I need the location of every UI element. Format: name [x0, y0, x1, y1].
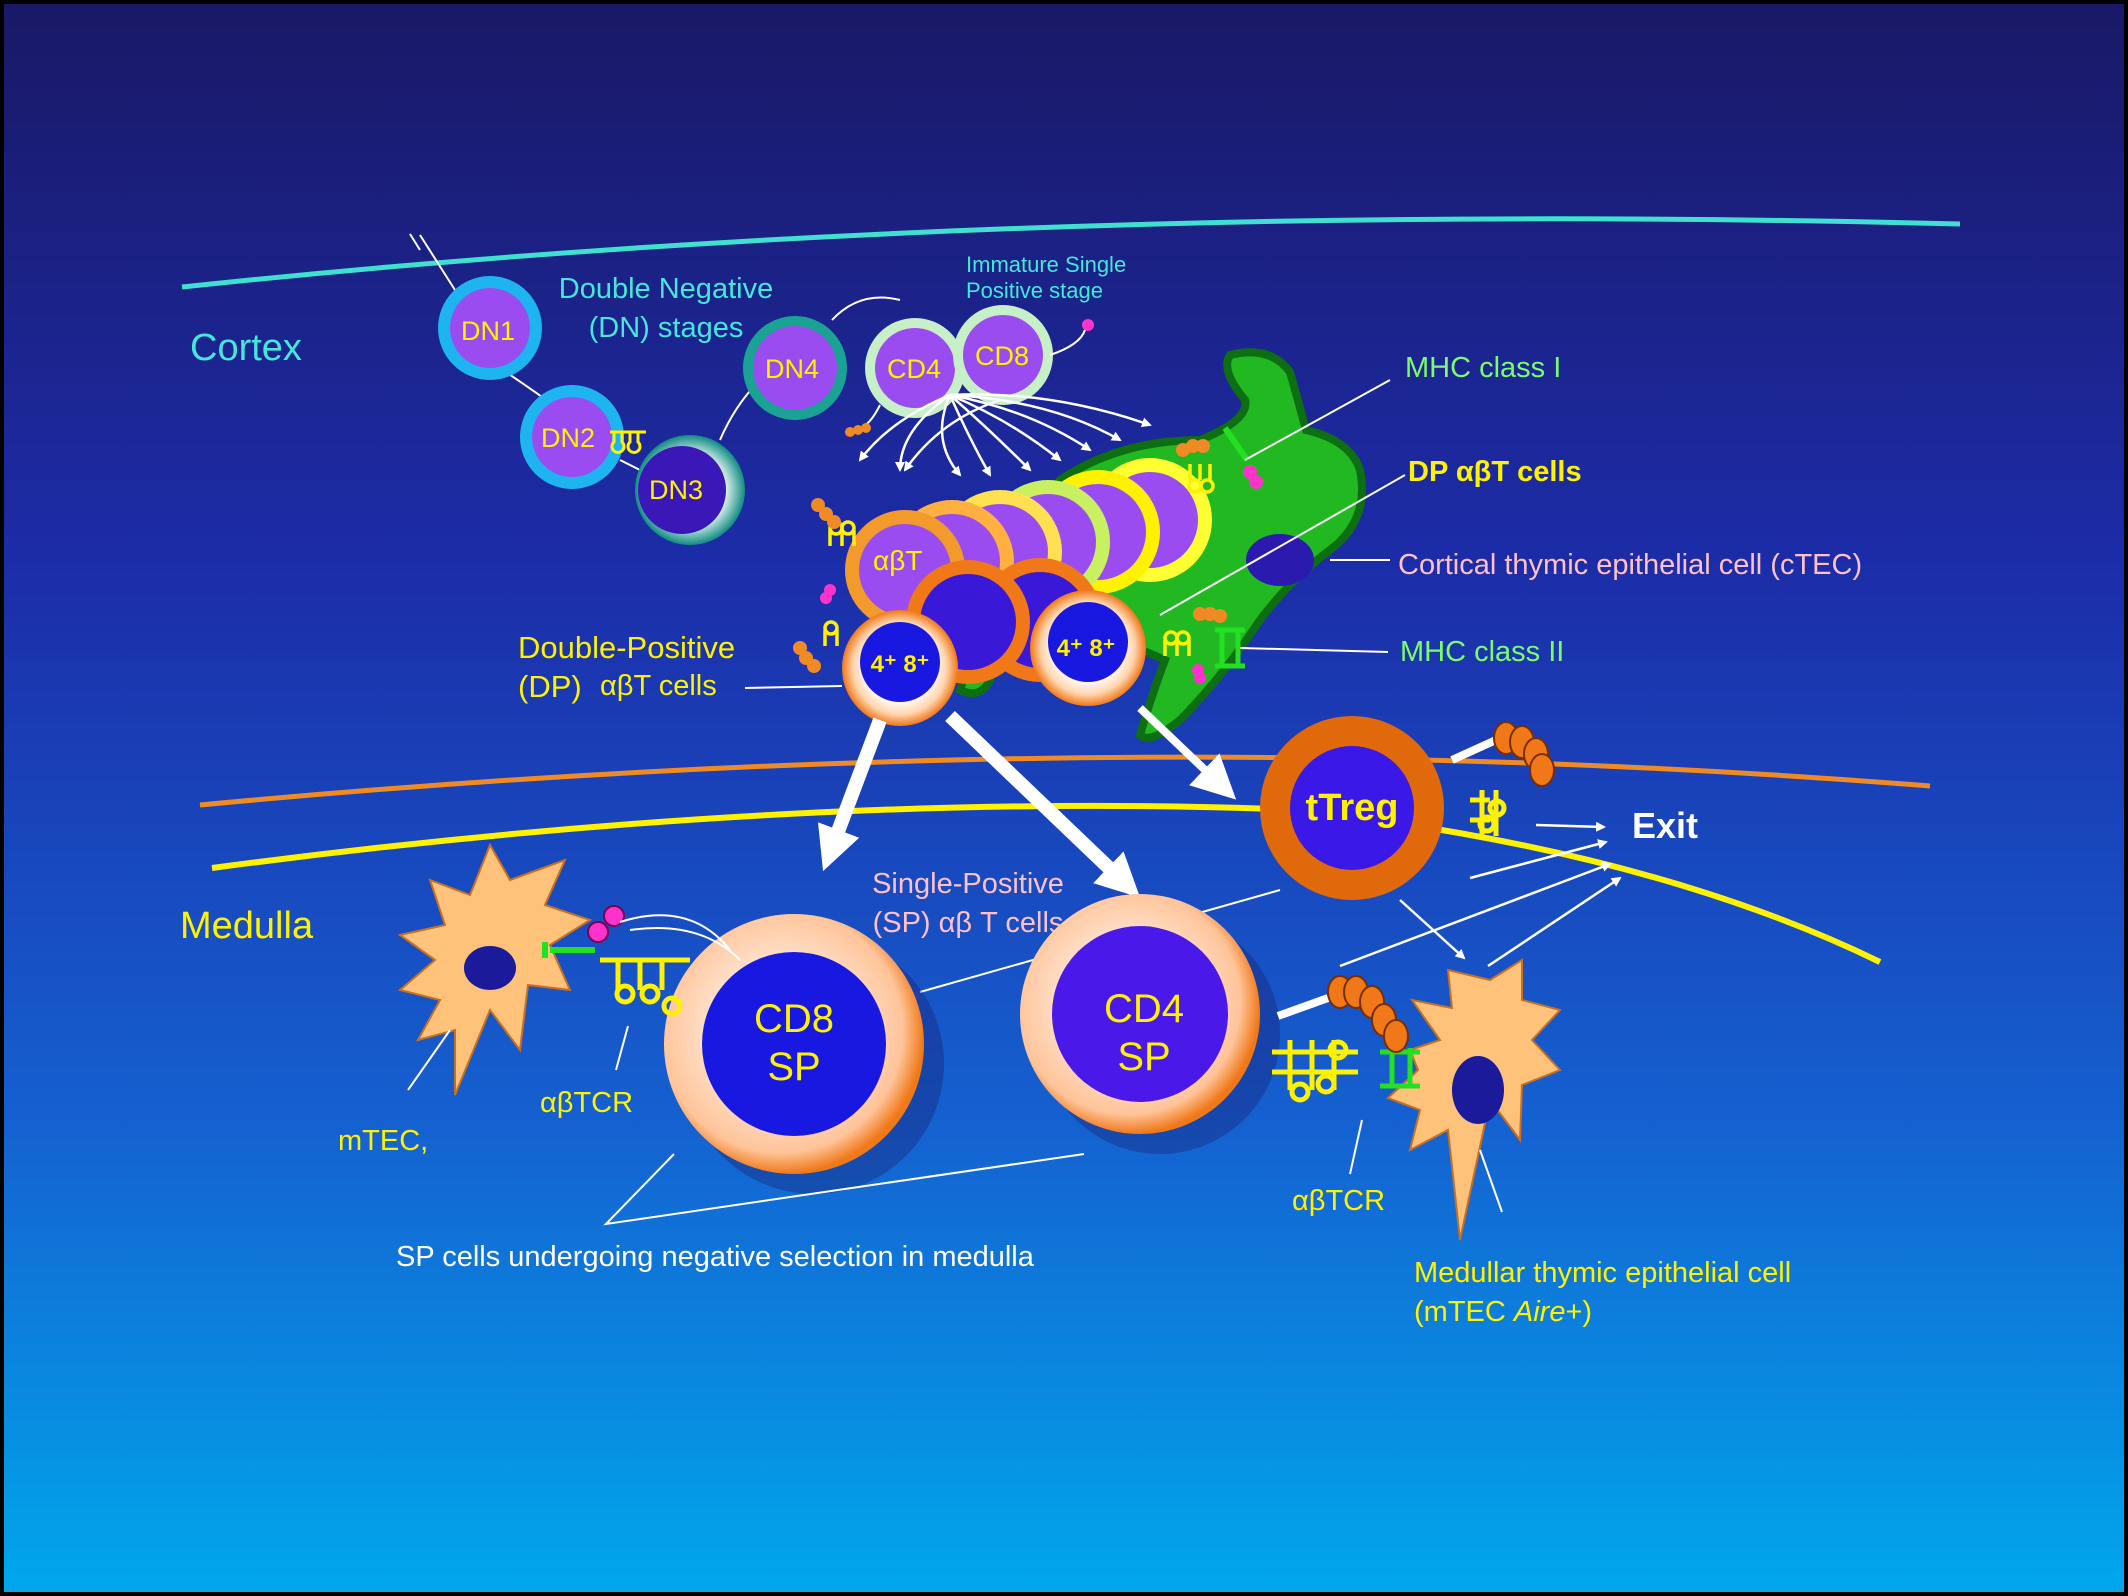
dn-path-line — [419, 234, 456, 291]
dn1-cell: DN1 — [438, 276, 542, 380]
dn-stages-title-line2: (DN) stages — [589, 312, 744, 344]
dn4-cell: DN4 — [743, 316, 847, 420]
isp-title-line2: Positive stage — [966, 278, 1103, 303]
dn4-label: DN4 — [765, 354, 819, 384]
neg-selection-label: SP cells undergoing negative selection i… — [396, 1241, 1035, 1273]
mtec-aire-part-c: +) — [1565, 1296, 1592, 1328]
ctec-nucleus — [1246, 534, 1314, 586]
exit-arrows — [1339, 821, 1622, 968]
medulla-boundary-line — [211, 802, 1882, 965]
ttreg-tcr-icon — [1470, 790, 1507, 836]
medulla-label: Medulla — [180, 905, 314, 947]
mtec-aire-leader — [1479, 1149, 1503, 1213]
dn2-label: DN2 — [541, 423, 595, 453]
abtcr-right-leader — [1349, 1119, 1363, 1175]
cd8-sp-label-line1: CD8 — [754, 997, 834, 1041]
cd4-sp-label-line1: CD4 — [1104, 987, 1184, 1031]
dn1-label: DN1 — [461, 316, 515, 346]
mhc-class-i-label: MHC class I — [1405, 352, 1561, 384]
cortex-label: Cortex — [190, 327, 302, 369]
mtec-aire-cell — [1386, 958, 1562, 1241]
ttreg-cell: tTreg — [1260, 716, 1444, 900]
cd4sp-cd4-stem — [1276, 994, 1330, 1020]
dn3-cell: DN3 — [635, 435, 745, 545]
dp-front-left-label: 4⁺ 8⁺ — [871, 651, 930, 678]
cd4-coreceptor-icon — [845, 423, 871, 437]
mtec-left-leader — [407, 1029, 451, 1091]
ttreg-cd4-coreceptor-icon — [1493, 721, 1555, 787]
cd8sp-tcr-tethers — [619, 914, 741, 961]
dn-path-line — [831, 296, 901, 321]
mtec-aire-part-b: Aire — [1512, 1296, 1566, 1328]
cd4sp-tcr-icon — [1272, 1039, 1358, 1103]
ttreg-label: tTreg — [1306, 787, 1399, 829]
abtcr-right-label: αβTCR — [1292, 1185, 1385, 1217]
pre-tcr-icon — [610, 430, 646, 454]
mhc-class-ii-icon — [1215, 627, 1245, 669]
isp-to-dp-arrows — [858, 393, 1152, 477]
dp-cell-cluster: αβT 4⁺ 8⁺ 4⁺ 8⁺ — [842, 458, 1212, 726]
ttreg-cd4-stem — [1450, 736, 1498, 764]
cd4sp-cd4-coreceptor-icon — [1327, 975, 1409, 1053]
exit-label: Exit — [1632, 805, 1698, 846]
cd8-sp-label-line2: SP — [767, 1045, 820, 1089]
cortex-boundary-line — [181, 216, 1961, 290]
mtec-left-cell — [397, 842, 593, 1096]
dn2-cell: DN2 — [520, 385, 646, 489]
cd4-sp-label-line2: SP — [1117, 1035, 1170, 1079]
isp-title-line1: Immature Single — [966, 252, 1126, 277]
mtec-left-nucleus — [464, 946, 516, 990]
isp-cd8-marker — [1049, 329, 1086, 356]
mtec-left-mhc-icon — [542, 942, 595, 958]
mtec-aire-label-line1: Medullar thymic epithelial cell — [1414, 1257, 1791, 1289]
ctec-label: Cortical thymic epithelial cell (cTEC) — [1398, 549, 1862, 581]
cd8-sp-cell: CD8 SP — [664, 914, 944, 1194]
abtcr-left-label: αβTCR — [540, 1087, 633, 1119]
selection-arrows — [817, 710, 1141, 898]
isp-cd8-cell: CD8 — [953, 305, 1053, 405]
mtec-left-label: mTEC, — [338, 1125, 428, 1157]
dp-cell-front-left: 4⁺ 8⁺ — [842, 610, 958, 726]
sp-label-line1: Single-Positive — [872, 868, 1064, 900]
dp-label-line2a: (DP) — [518, 669, 582, 704]
dp-label-line2b: αβT cells — [600, 670, 717, 702]
isp-cd4-cell: CD4 — [865, 318, 965, 418]
dp-cd8-coreceptor-icons — [820, 465, 1263, 684]
dp-abt-cells-label: DP αβT cells — [1408, 456, 1582, 488]
cd8sp-tcr-icon — [600, 957, 690, 1017]
dp-label-line1: Double-Positive — [518, 630, 735, 665]
mhc-class-ii-label: MHC class II — [1400, 636, 1564, 668]
dp-abt-label: αβT — [873, 545, 922, 576]
dp-cell-front-right: 4⁺ 8⁺ — [1030, 590, 1146, 706]
sp-label-line2: (SP) αβ T cells — [873, 907, 1064, 939]
dn3-label: DN3 — [649, 475, 703, 505]
dp-front-right-label: 4⁺ 8⁺ — [1057, 635, 1116, 662]
treg-arrow — [1137, 705, 1237, 800]
dp-tcr-icons — [823, 464, 1215, 656]
isp-cd8-label: CD8 — [975, 341, 1029, 371]
dn-stages-title-line1: Double Negative — [559, 273, 773, 305]
leader-lines — [409, 233, 1406, 689]
isp-cd4-label: CD4 — [887, 354, 941, 384]
mtec-aire-part-a: (mTEC — [1414, 1296, 1514, 1328]
mhc-class-i-icon — [1222, 426, 1250, 462]
cd8sp-coreceptor-icon — [587, 905, 625, 943]
dp-cd4-coreceptor-icons — [793, 439, 1227, 673]
mtec-aire-nucleus — [1452, 1056, 1504, 1124]
neg-selection-leaders — [603, 1153, 1085, 1226]
cortico-medullary-line — [199, 754, 1931, 808]
mtec-aire-label-line2: (mTEC Aire+) — [1414, 1296, 1592, 1328]
cd4-sp-cell: CD4 SP — [1020, 894, 1280, 1154]
abtcr-left-leader — [615, 1025, 629, 1071]
cd8-coreceptor-icon — [1082, 319, 1094, 331]
